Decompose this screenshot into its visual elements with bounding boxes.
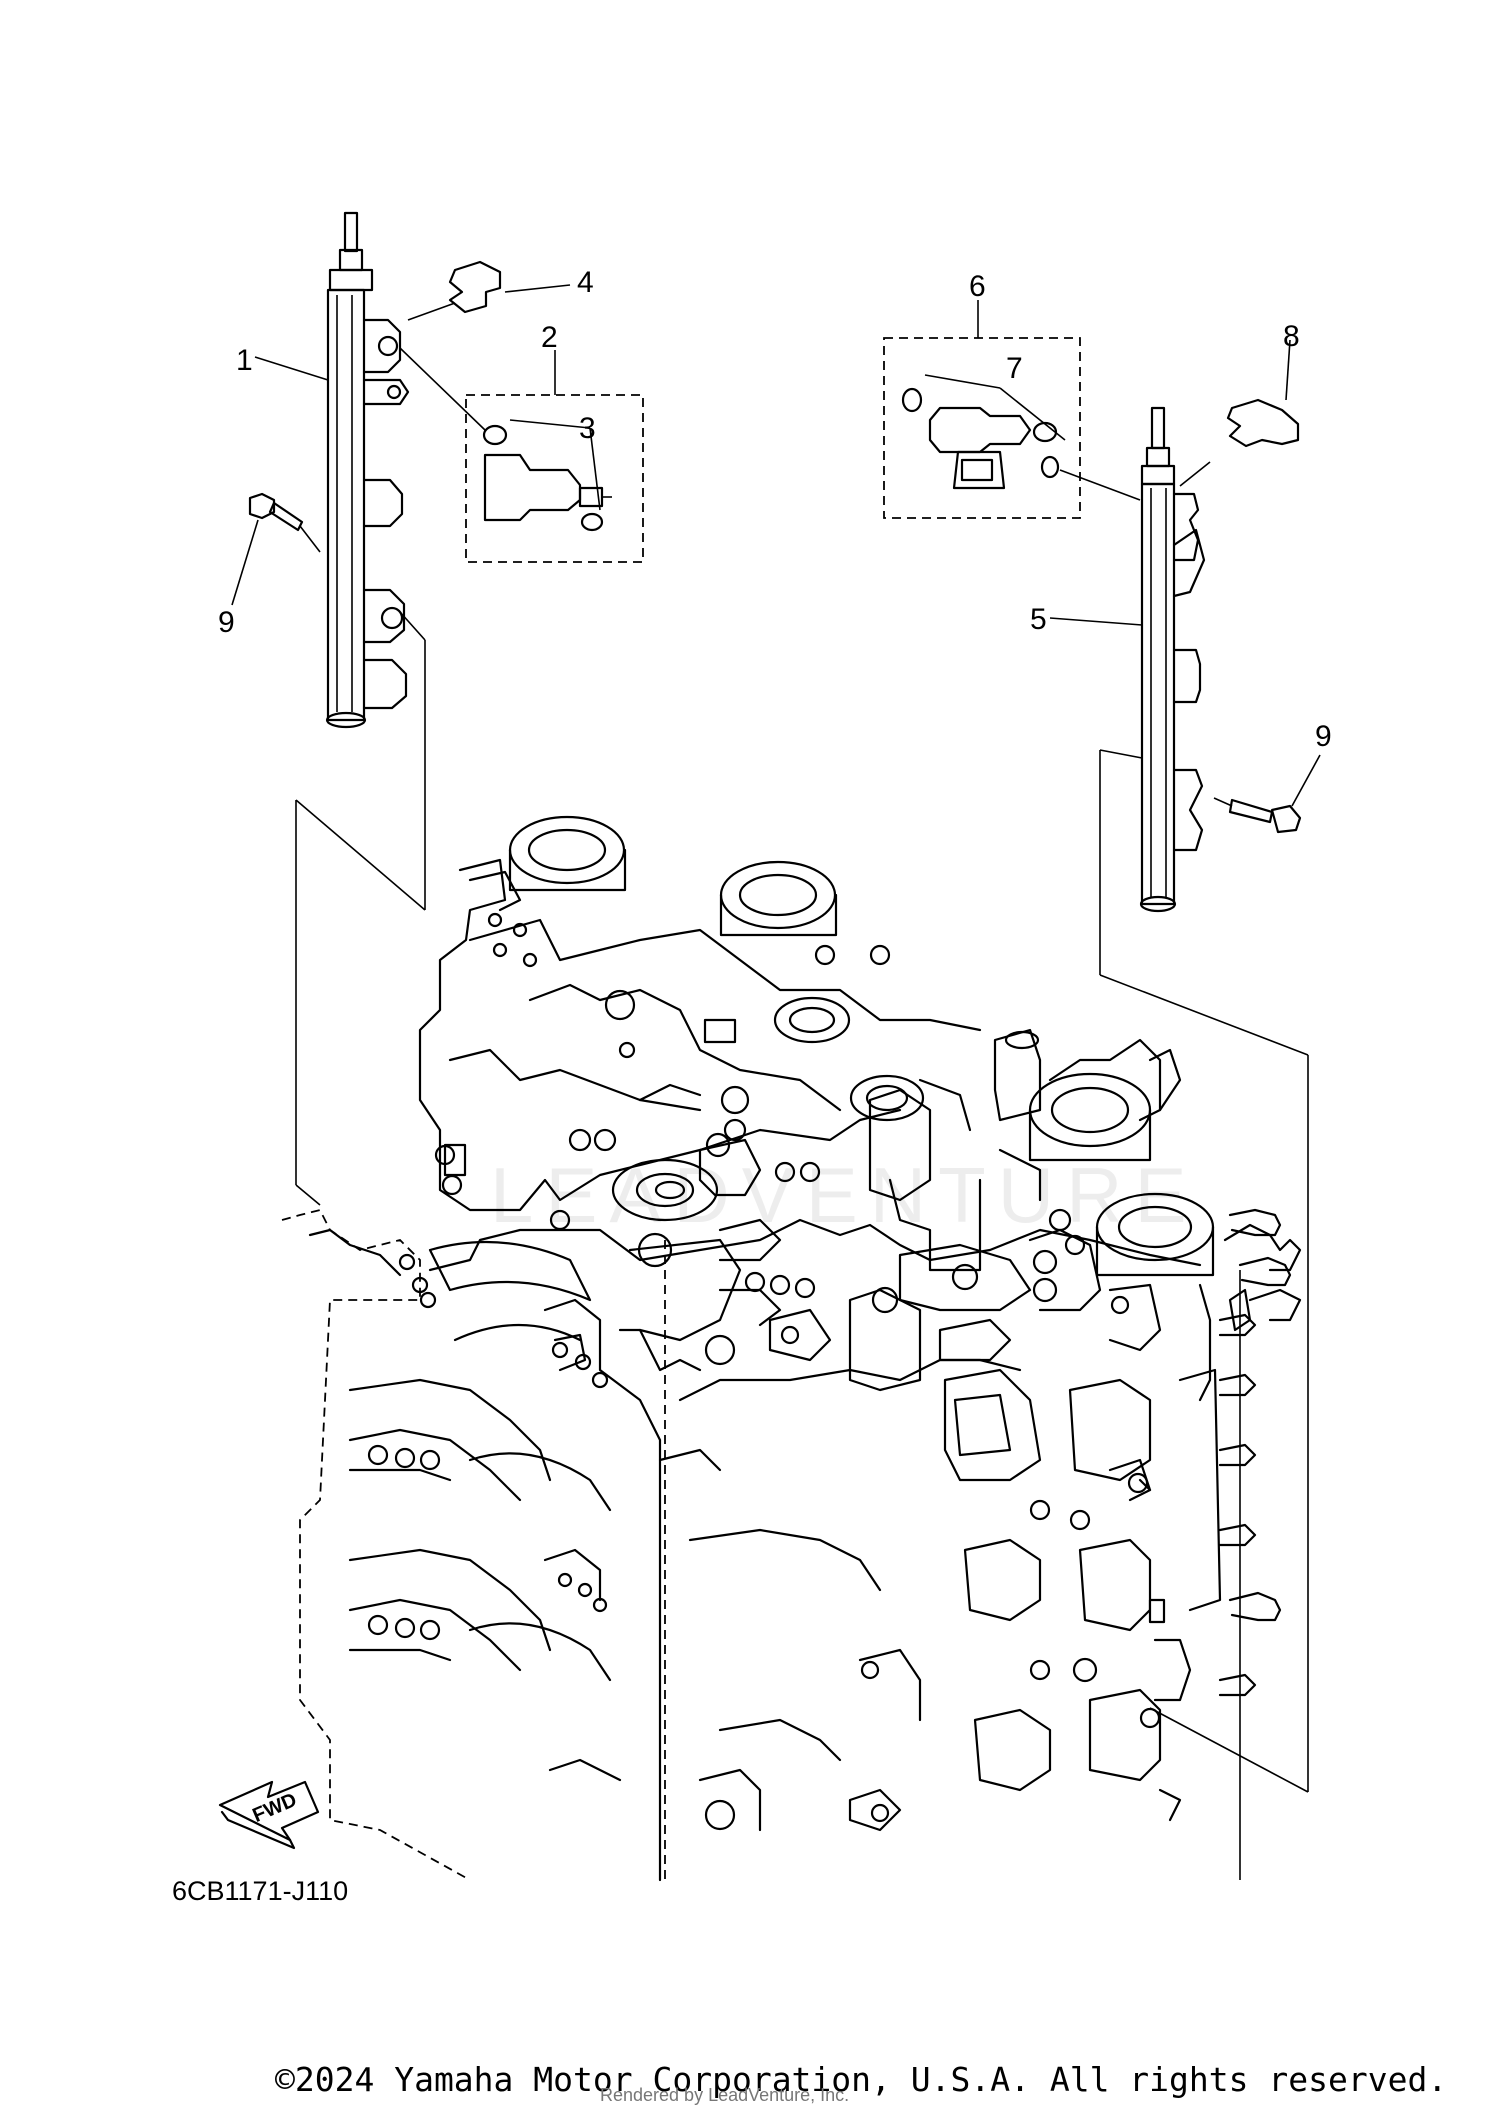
bolt-9-right [1213,754,1321,834]
fuel-rail-right [1139,406,1206,913]
injector-kit-box-2 [399,347,644,563]
bolt-9-left [231,492,321,606]
callout-6: 6 [969,270,986,303]
clip-8-drawing [1179,339,1300,487]
diagram-code: 6CB1171-J110 [172,1876,349,1906]
callout-3: 3 [579,412,596,445]
callout-2: 2 [541,321,558,354]
callout-9-left: 9 [218,606,235,639]
callout-4: 4 [577,266,594,299]
fwd-arrow [218,1780,320,1850]
callout-9-right: 9 [1315,720,1332,753]
clip-4-drawing [407,260,571,321]
fuel-rail-left [325,211,410,729]
rendered-by-notice: Rendered by LeadVenture, Inc. [600,2085,850,2105]
copyright-notice: ©2024 Yamaha Motor Corporation, U.S.A. A… [275,2060,1448,2099]
callout-7: 7 [1006,352,1023,385]
engine-block [281,815,1302,1882]
callout-5: 5 [1030,603,1047,636]
callout-1: 1 [236,344,253,377]
assembly-guide-lines [295,611,1309,1793]
injector-kit-box-6 [883,300,1141,519]
watermark: LEADVENTURE [490,1151,1199,1239]
callout-8: 8 [1283,320,1300,353]
